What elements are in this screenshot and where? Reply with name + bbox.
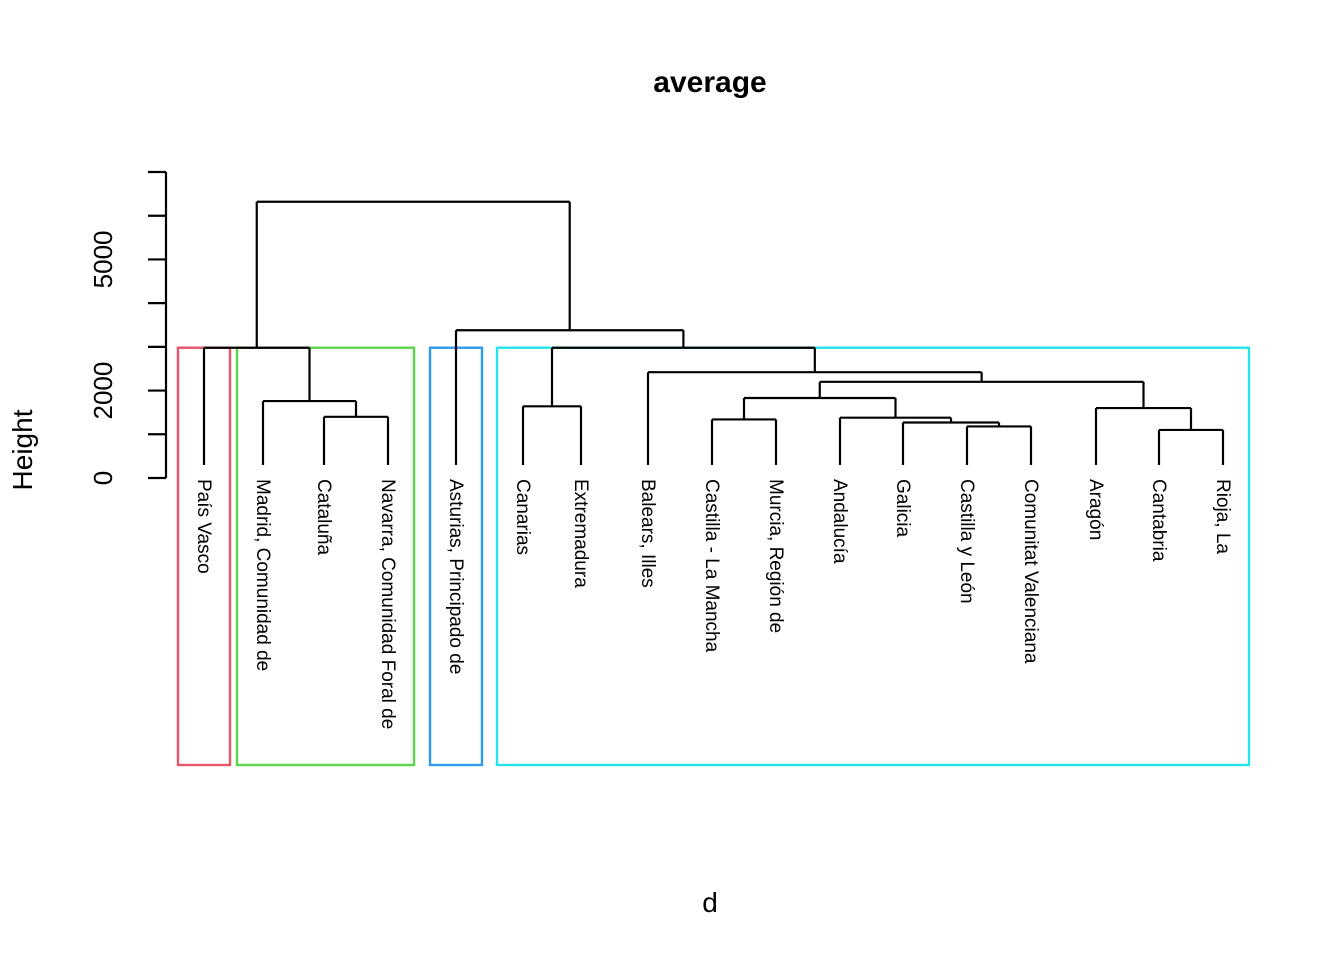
y-axis-ticks bbox=[148, 170, 166, 480]
y-axis-label: Height bbox=[7, 409, 38, 490]
y-axis-tick-labels: 0 2000 5000 bbox=[88, 231, 118, 486]
leaf-labels: País Vasco Madrid, Comunidad de Cataluña Na… bbox=[193, 479, 1233, 729]
y-axis-tick-label: 2000 bbox=[88, 362, 118, 420]
leaf-label: Cantabria bbox=[1148, 479, 1169, 562]
leaf-label: Rioja, La bbox=[1212, 479, 1233, 554]
leaf-label: Navarra, Comunidad Foral de bbox=[377, 479, 398, 729]
leaf-label: Canarias bbox=[512, 479, 533, 555]
y-axis-tick-label: 5000 bbox=[88, 231, 118, 289]
cluster-box bbox=[235, 346, 416, 767]
leaf-label: País Vasco bbox=[193, 479, 214, 574]
leaf-label: Castilla - La Mancha bbox=[701, 479, 722, 653]
x-axis-label: d bbox=[702, 887, 718, 918]
leaf-label: Aragón bbox=[1085, 479, 1106, 540]
dendrogram-branches bbox=[202, 200, 1225, 465]
leaf-label: Murcia, Región de bbox=[765, 479, 786, 633]
page-title: average bbox=[653, 66, 766, 99]
leaf-label: Asturias, Principado de bbox=[445, 479, 466, 674]
y-axis-tick-label: 0 bbox=[88, 471, 118, 485]
leaf-label: Castilla y León bbox=[956, 479, 977, 604]
leaf-label: Extremadura bbox=[570, 479, 591, 588]
leaf-label: Balears, Illes bbox=[637, 479, 658, 588]
cluster-box bbox=[495, 346, 1251, 767]
leaf-label: Galicia bbox=[892, 479, 913, 538]
leaf-label: Madrid, Comunidad de bbox=[252, 479, 273, 671]
leaf-label: Andalucía bbox=[829, 479, 850, 564]
leaf-label: Cataluña bbox=[313, 479, 334, 555]
leaf-label: Comunitat Valenciana bbox=[1020, 479, 1041, 664]
